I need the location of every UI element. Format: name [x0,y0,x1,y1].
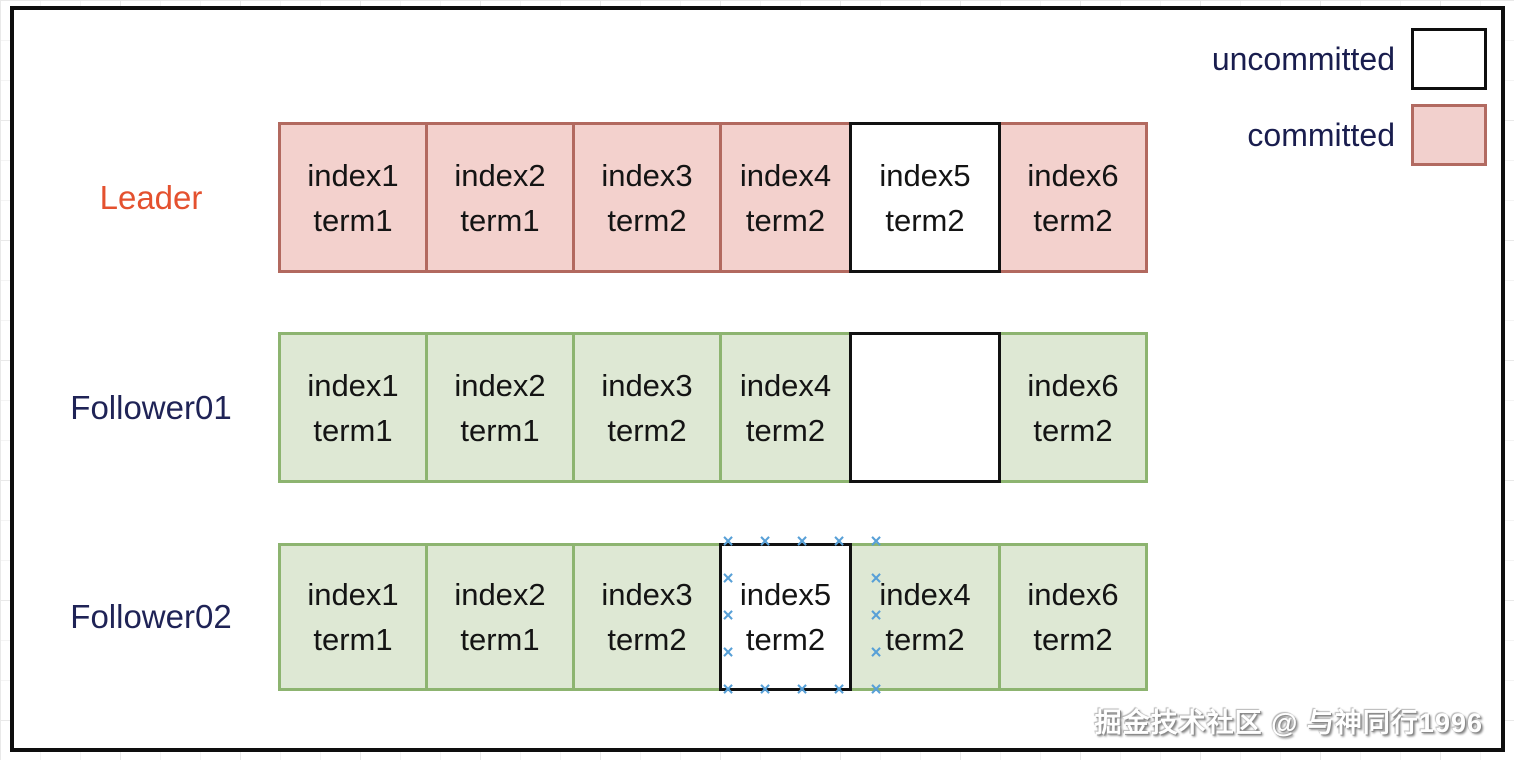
entry-index: index1 [307,367,399,403]
legend-uncommitted-label: uncommitted [1211,40,1395,77]
log-entry[interactable]: index6 term2 [998,543,1148,691]
entry-term: term2 [607,622,687,657]
entry-term: term2 [1033,622,1113,657]
entry-term: term1 [460,202,540,238]
follower01-label: Follower01 [70,388,232,426]
follower02-log-row: index1 term1 index2 term1 index3 term2 i… [278,533,1148,700]
entry-index: index1 [307,577,399,612]
entry-index: index6 [1027,577,1119,612]
log-entry[interactable]: index2 term1 [425,543,575,691]
log-entry[interactable]: index3 term2 [572,543,722,691]
legend-committed-swatch[interactable] [1411,104,1487,166]
log-entry[interactable]: index6 term2 [998,332,1148,483]
entry-term: term2 [885,622,965,657]
entry-index: index2 [454,157,546,193]
watermark: 掘金技术社区 @ 与神同行1996 [1094,708,1483,738]
entry-index: index3 [601,157,693,193]
entry-term: term2 [745,622,826,657]
entry-term: term1 [460,412,540,448]
entry-index: index6 [1027,367,1119,403]
log-entry[interactable]: index4 term2 [719,122,852,273]
log-entry[interactable]: index4 term2 [849,543,1001,691]
entry-term: term2 [1033,412,1113,448]
entry-index: index2 [454,577,546,612]
entry-index: index6 [1027,157,1119,193]
entry-term: term2 [745,412,826,448]
log-entry[interactable]: index1 term1 [278,122,428,273]
entry-index: index5 [879,157,971,193]
log-entry[interactable]: index2 term1 [425,332,575,483]
log-entry-uncommitted[interactable]: index5 term2 [849,122,1001,273]
log-entry[interactable]: index3 term2 [572,122,722,273]
log-entry[interactable]: index2 term1 [425,122,575,273]
entry-index: index5 [739,577,832,612]
legend-committed: committed [1247,104,1487,166]
log-entry[interactable]: index1 term1 [278,543,428,691]
entry-term: term1 [313,412,393,448]
legend-uncommitted-swatch[interactable] [1411,28,1487,90]
entry-index: index2 [454,367,546,403]
legend-uncommitted: uncommitted [1212,28,1487,90]
follower02-label: Follower02 [70,598,232,635]
entry-term: term2 [885,202,965,238]
entry-index: index4 [739,157,832,193]
entry-index: index4 [739,367,832,403]
entry-term: term1 [460,622,540,657]
leader-label: Leader [99,178,203,216]
entry-index: index4 [879,577,971,612]
log-entry[interactable]: index1 term1 [278,332,428,483]
entry-index: index1 [307,157,399,193]
entry-term: term2 [607,412,687,448]
entry-index: index3 [601,367,693,403]
entry-term: term1 [313,622,393,657]
entry-index: index3 [601,577,693,612]
legend-committed-label: committed [1247,116,1395,153]
log-entry-empty[interactable] [849,332,1001,483]
leader-log-row: index1 term1 index2 term1 index3 term2 i… [278,122,1148,273]
diagram-canvas: uncommitted committed Leader Follower01 … [10,6,1505,752]
log-entry-selected[interactable]: index5 term2 [719,543,852,691]
log-entry[interactable]: index3 term2 [572,332,722,483]
follower01-log-row: index1 term1 index2 term1 index3 term2 i… [278,332,1148,483]
entry-term: term1 [313,202,393,238]
log-entry[interactable]: index6 term2 [998,122,1148,273]
log-entry[interactable]: index4 term2 [719,332,852,483]
entry-term: term2 [607,202,687,238]
entry-term: term2 [1033,202,1113,238]
entry-term: term2 [745,202,826,238]
